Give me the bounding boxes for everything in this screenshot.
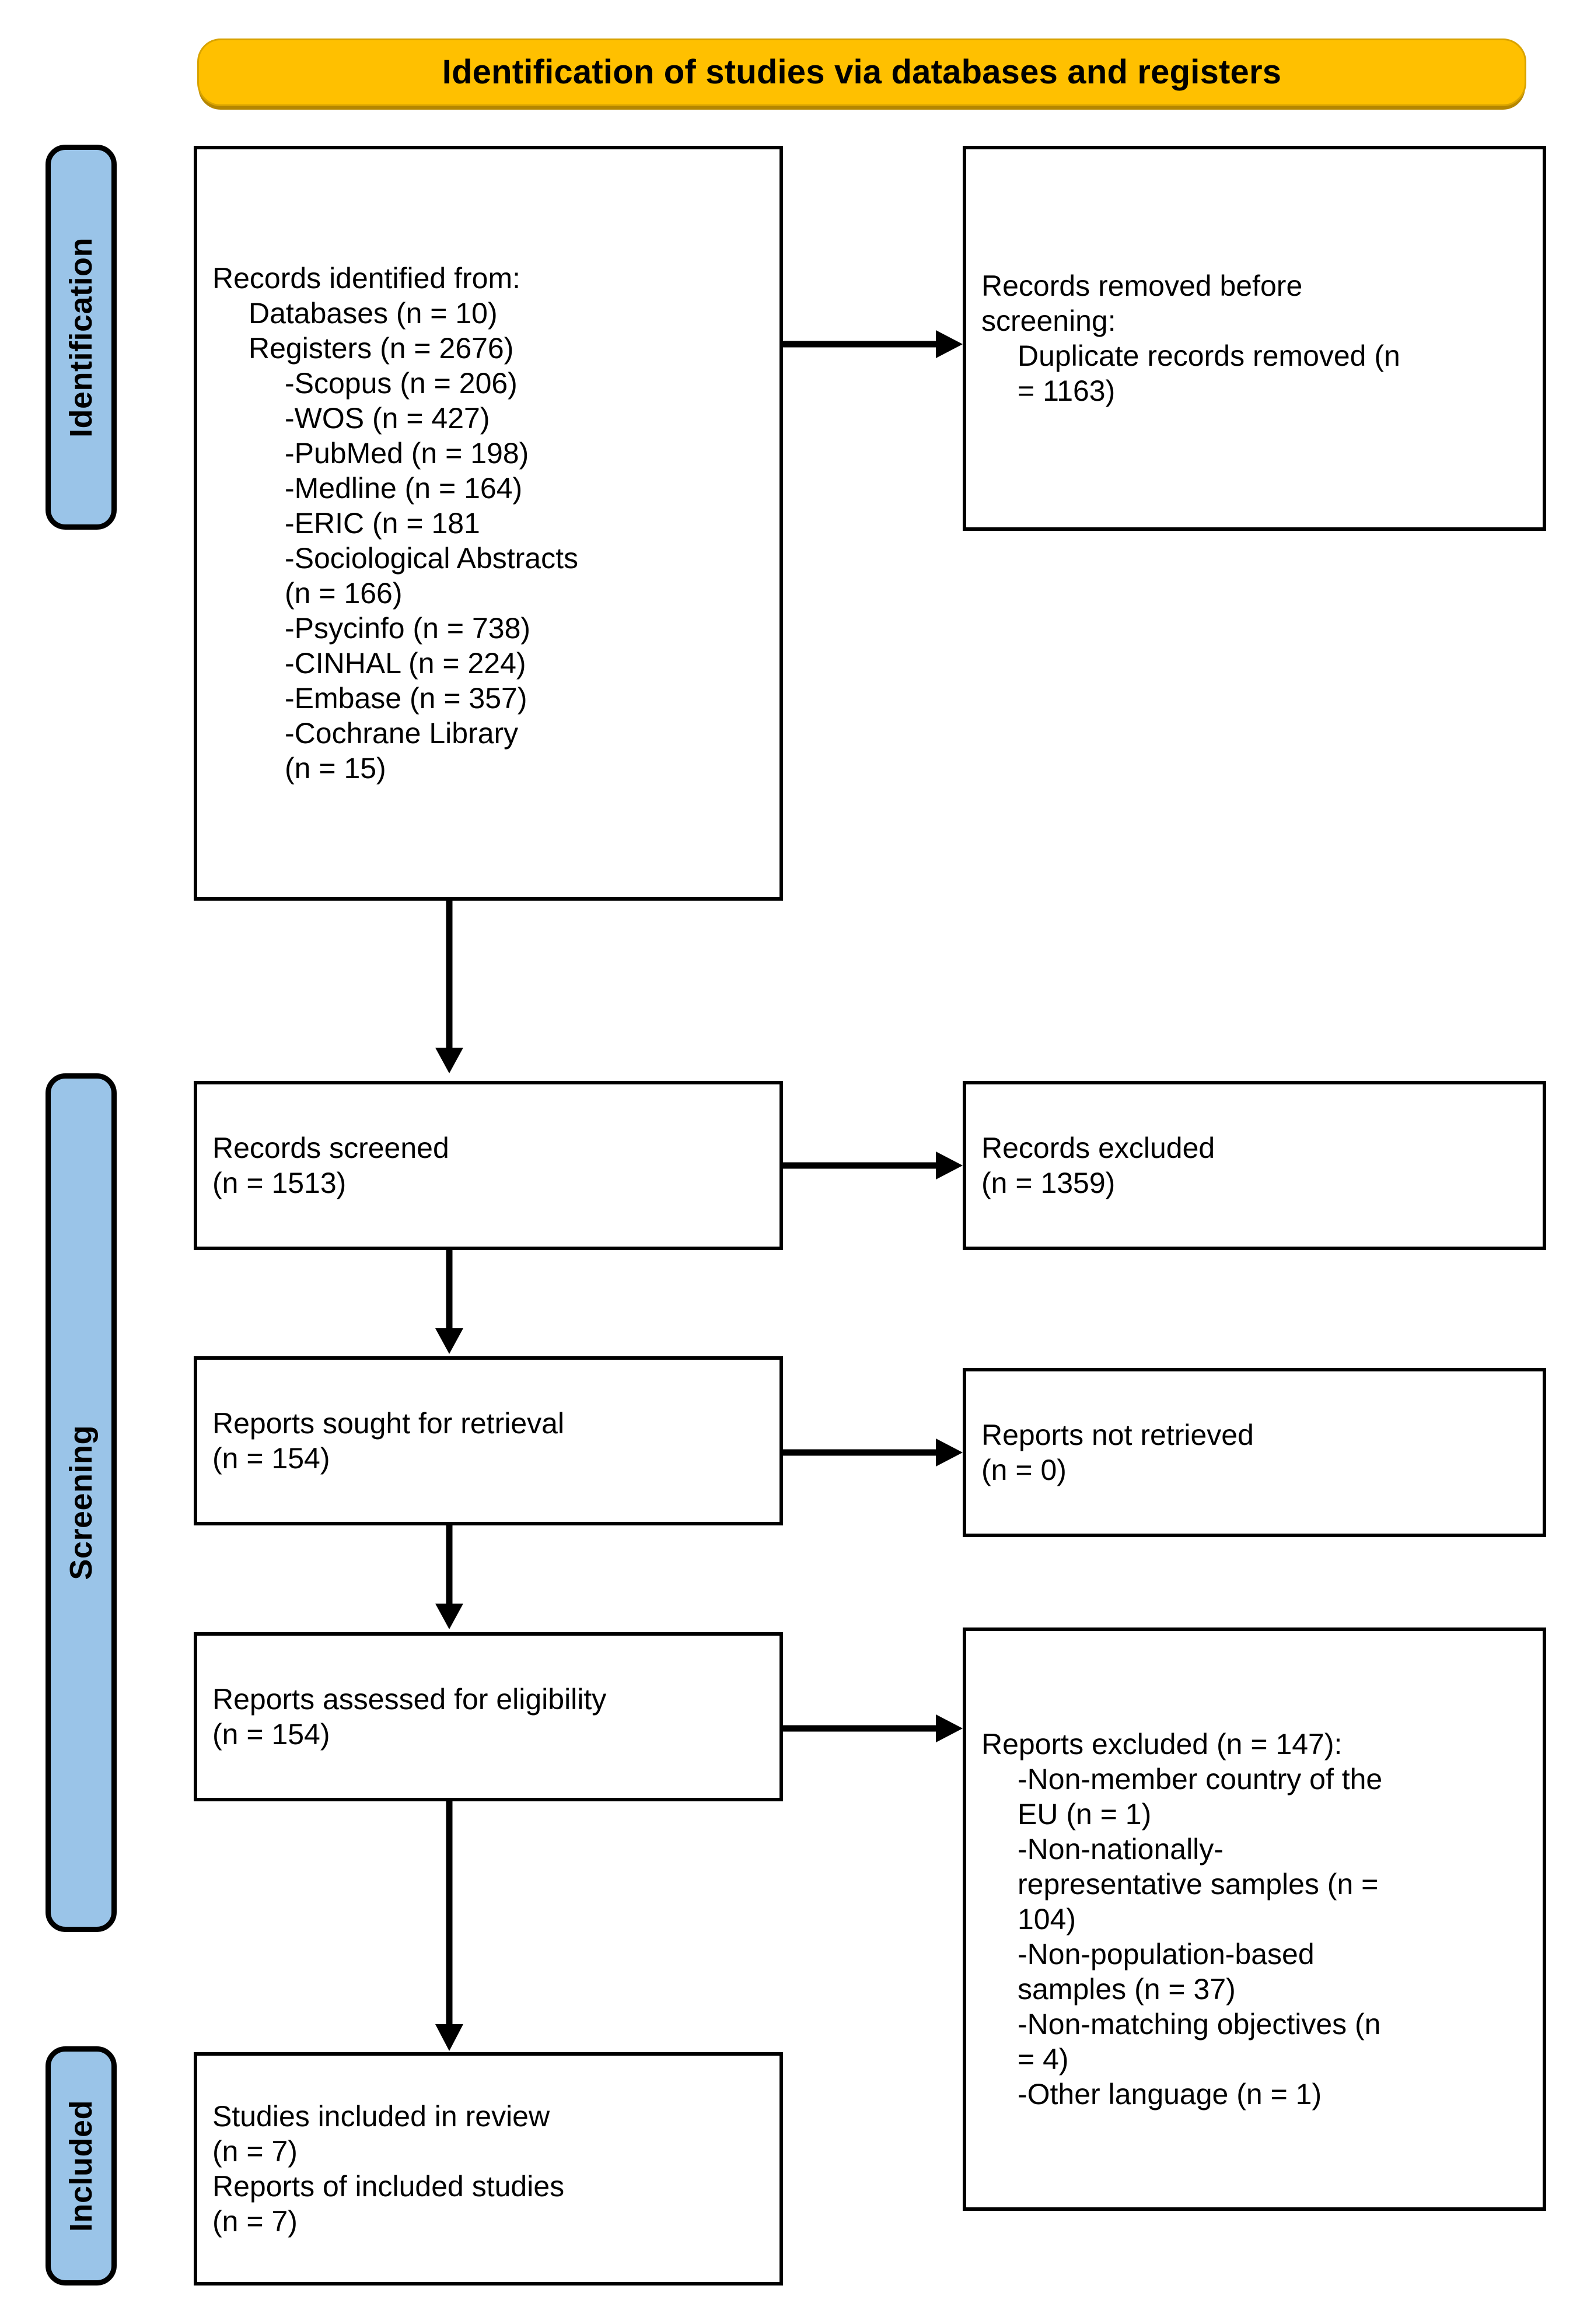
box-line: Duplicate records removed (n xyxy=(1018,340,1400,372)
box-records-removed-body: Records removed before screening: Duplic… xyxy=(966,268,1543,408)
stage-label-identification: Identification xyxy=(46,145,117,530)
box-line: -Psycinfo (n = 738) xyxy=(285,612,531,645)
box-records-excluded-body: Records excluded (n = 1359) xyxy=(966,1130,1543,1200)
box-line: = 1163) xyxy=(1018,374,1116,407)
stage-label-screening: Screening xyxy=(46,1073,117,1932)
box-reports-excluded-body: Reports excluded (n = 147): -Non-member … xyxy=(966,1727,1543,2112)
box-line: (n = 154) xyxy=(212,1718,330,1751)
box-line: (n = 7) xyxy=(212,2205,298,2238)
box-line: -WOS (n = 427) xyxy=(285,402,490,435)
box-line: EU (n = 1) xyxy=(1018,1798,1152,1831)
arrow-sought-to-not-retrieved xyxy=(783,1435,965,1470)
arrow-sought-to-assessed xyxy=(432,1525,467,1630)
box-line: (n = 1513) xyxy=(212,1167,347,1199)
box-line: (n = 7) xyxy=(212,2135,298,2168)
box-reports-excluded: Reports excluded (n = 147): -Non-member … xyxy=(963,1628,1546,2211)
box-reports-sought-body: Reports sought for retrieval (n = 154) xyxy=(197,1406,779,1476)
box-line: 104) xyxy=(1018,1903,1076,1936)
phase-banner-title: Identification of studies via databases … xyxy=(442,53,1282,92)
box-records-screened-body: Records screened (n = 1513) xyxy=(197,1130,779,1200)
box-line: Studies included in review xyxy=(212,2100,550,2133)
box-line: -Scopus (n = 206) xyxy=(285,367,518,400)
box-line: Records removed before xyxy=(981,270,1303,302)
box-line: screening: xyxy=(981,304,1116,337)
box-line: (n = 0) xyxy=(981,1454,1067,1486)
box-line: -Embase (n = 357) xyxy=(285,682,527,715)
box-line: Records screened xyxy=(212,1132,449,1164)
phase-banner-identification: Identification of studies via databases … xyxy=(197,38,1526,106)
arrow-screened-to-excluded xyxy=(783,1148,965,1183)
arrow-assessed-to-reports-excluded xyxy=(783,1711,965,1746)
stage-label-screening-text: Screening xyxy=(64,1425,99,1580)
box-studies-included-body: Studies included in review (n = 7) Repor… xyxy=(197,2099,779,2239)
box-line: -Non-matching objectives (n xyxy=(1018,2008,1381,2041)
box-line: -CINHAL (n = 224) xyxy=(285,647,526,680)
box-line: -Sociological Abstracts xyxy=(285,542,579,575)
box-line: = 4) xyxy=(1018,2043,1069,2076)
box-records-screened: Records screened (n = 1513) xyxy=(194,1081,783,1250)
arrow-identified-to-removed xyxy=(783,327,965,362)
box-line: Reports of included studies xyxy=(212,2170,565,2203)
box-line: (n = 1359) xyxy=(981,1167,1116,1199)
box-line: -Non-member country of the xyxy=(1018,1763,1383,1796)
arrow-assessed-to-included xyxy=(432,1801,467,2052)
stage-label-included-text: Included xyxy=(64,2099,99,2232)
stage-label-included: Included xyxy=(46,2046,117,2286)
box-records-excluded: Records excluded (n = 1359) xyxy=(963,1081,1546,1250)
box-line: -Cochrane Library xyxy=(285,717,519,750)
box-line: Reports not retrieved xyxy=(981,1419,1254,1451)
box-line: -Medline (n = 164) xyxy=(285,472,523,505)
box-line: (n = 154) xyxy=(212,1442,330,1475)
box-line: -Non-population-based xyxy=(1018,1938,1315,1971)
box-line: Reports assessed for eligibility xyxy=(212,1683,607,1716)
box-line: Records excluded xyxy=(981,1132,1215,1164)
box-line: -PubMed (n = 198) xyxy=(285,437,529,470)
box-line: Records identified from: xyxy=(212,262,521,295)
box-reports-assessed-body: Reports assessed for eligibility (n = 15… xyxy=(197,1682,779,1752)
box-line: Reports excluded (n = 147): xyxy=(981,1728,1343,1760)
box-line: Reports sought for retrieval xyxy=(212,1407,565,1440)
box-line: Registers (n = 2676) xyxy=(249,332,514,365)
box-studies-included-in-review: Studies included in review (n = 7) Repor… xyxy=(194,2052,783,2286)
box-line: -ERIC (n = 181 xyxy=(285,507,480,540)
box-line: -Other language (n = 1) xyxy=(1018,2078,1322,2110)
box-line: representative samples (n = xyxy=(1018,1868,1379,1901)
box-reports-sought-for-retrieval: Reports sought for retrieval (n = 154) xyxy=(194,1356,783,1525)
box-reports-not-retrieved-body: Reports not retrieved (n = 0) xyxy=(966,1418,1543,1488)
box-reports-not-retrieved: Reports not retrieved (n = 0) xyxy=(963,1368,1546,1537)
stage-label-identification-text: Identification xyxy=(64,237,99,438)
box-records-identified: Records identified from: Databases (n = … xyxy=(194,146,783,901)
box-line: (n = 166) xyxy=(285,577,403,610)
box-records-identified-body: Records identified from: Databases (n = … xyxy=(197,261,779,786)
box-line: -Non-nationally- xyxy=(1018,1833,1224,1866)
arrow-screened-to-sought xyxy=(432,1250,467,1355)
box-line: (n = 15) xyxy=(285,752,386,785)
box-line: samples (n = 37) xyxy=(1018,1973,1236,2006)
box-line: Databases (n = 10) xyxy=(249,297,498,330)
arrow-identified-to-screened xyxy=(432,901,467,1076)
box-records-removed-before-screening: Records removed before screening: Duplic… xyxy=(963,146,1546,531)
box-reports-assessed-for-eligibility: Reports assessed for eligibility (n = 15… xyxy=(194,1632,783,1801)
